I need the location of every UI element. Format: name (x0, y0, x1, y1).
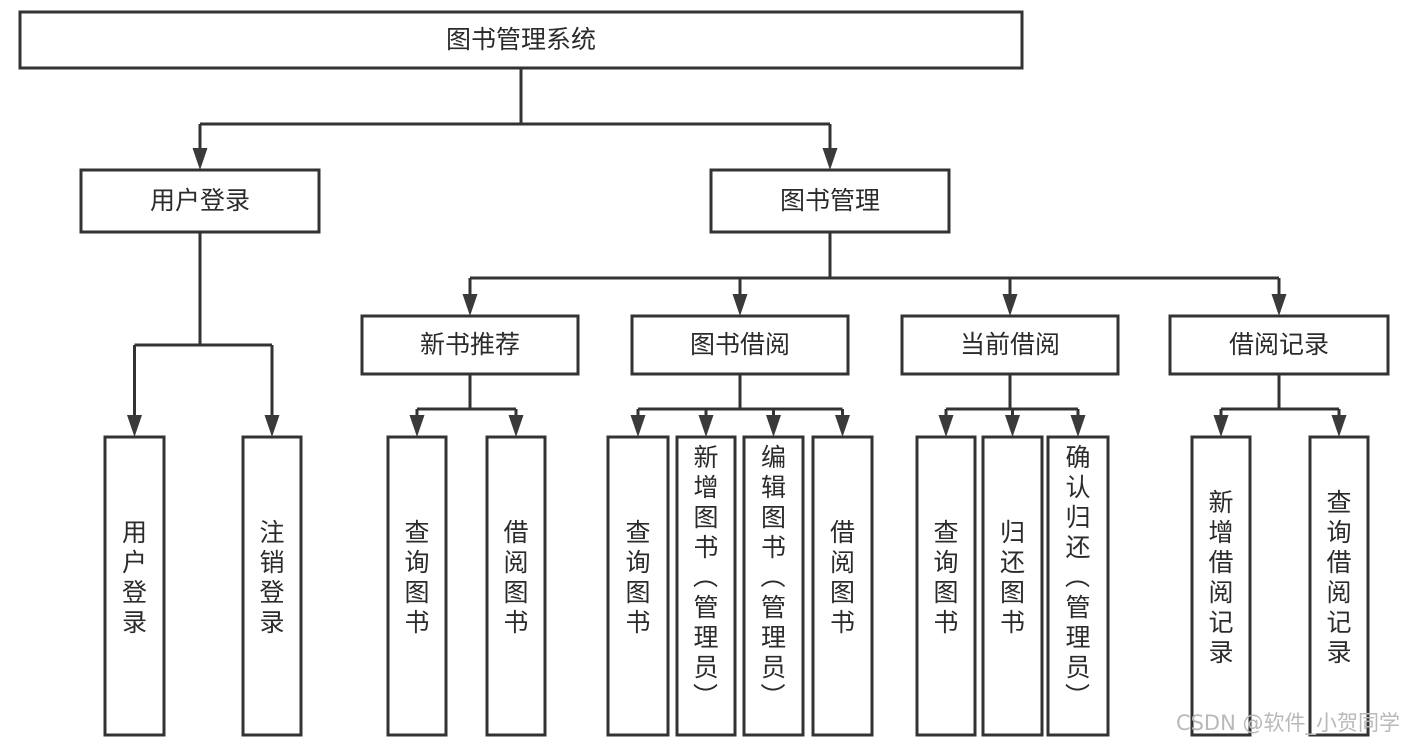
node-current-borrow[interactable]: 当前借阅 (900, 314, 1120, 376)
arrow-head-icon (508, 415, 524, 437)
node-leaf-query-book-cur[interactable]: 查询图书 (915, 435, 977, 737)
node-label: 编辑图书（管理员） (761, 443, 787, 712)
node-label: 查询图书 (404, 518, 429, 637)
arrow-head-icon (766, 415, 781, 437)
node-box (485, 435, 547, 737)
arrow-head-icon (1213, 415, 1229, 437)
node-leaf-query-book-bor[interactable]: 查询图书 (606, 435, 670, 737)
node-label: 当前借阅 (960, 330, 1060, 359)
node-box (18, 10, 1024, 70)
node-label: 图书借阅 (690, 330, 790, 359)
node-label: 查询图书 (625, 518, 650, 637)
node-box (360, 314, 580, 376)
node-box (900, 314, 1120, 376)
node-box (675, 435, 737, 737)
node-box (811, 435, 874, 737)
node-box (79, 168, 321, 234)
node-leaf-confirm-return[interactable]: 确认归还（管理员） (1046, 435, 1110, 737)
arrow-head-icon (409, 415, 425, 437)
node-leaf-query-book-rec[interactable]: 查询图书 (386, 435, 448, 737)
node-leaf-borrow-book-rec[interactable]: 借阅图书 (485, 435, 547, 737)
node-box (709, 168, 951, 234)
node-leaf-return-book[interactable]: 归还图书 (981, 435, 1044, 737)
node-box (981, 435, 1044, 737)
node-label: 新增图书（管理员） (693, 443, 719, 712)
node-leaf-add-book[interactable]: 新增图书（管理员） (675, 435, 737, 737)
node-label: 注销登录 (259, 518, 284, 637)
node-book-borrow[interactable]: 图书借阅 (630, 314, 850, 376)
arrow-head-icon (264, 415, 280, 437)
node-leaf-query-borrow-rec[interactable]: 查询借阅记录 (1308, 435, 1370, 737)
arrow-head-icon (938, 415, 954, 437)
node-label: 借阅记录 (1229, 330, 1329, 359)
node-user-login[interactable]: 用户登录 (79, 168, 321, 234)
node-label: 归还图书 (1000, 518, 1025, 637)
arrow-head-icon (127, 415, 142, 437)
arrow-head-icon (630, 415, 646, 437)
node-label: 确认归还（管理员） (1065, 443, 1091, 712)
node-box (103, 435, 166, 737)
arrow-head-icon (462, 294, 478, 316)
node-box (1308, 435, 1370, 737)
node-box (241, 435, 303, 737)
arrow-head-icon (1331, 415, 1347, 437)
node-label: 图书管理系统 (446, 25, 596, 54)
node-leaf-user-login[interactable]: 用户登录 (103, 435, 166, 737)
arrow-head-icon (192, 148, 208, 170)
node-box (915, 435, 977, 737)
node-box (742, 435, 805, 737)
node-root-图书管理系统[interactable]: 图书管理系统 (18, 10, 1024, 70)
arrow-head-icon (732, 294, 748, 316)
node-label: 用户登录 (150, 186, 250, 215)
arrow-head-icon (698, 415, 714, 437)
node-label: 借阅图书 (503, 518, 528, 637)
node-borrow-record[interactable]: 借阅记录 (1168, 314, 1390, 376)
nodes-layer: 图书管理系统用户登录图书管理新书推荐图书借阅当前借阅借阅记录用户登录注销登录查询… (18, 10, 1390, 737)
node-box (386, 435, 448, 737)
node-label: 借阅图书 (830, 518, 855, 637)
node-label: 新增借阅记录 (1208, 488, 1233, 667)
arrow-head-icon (1005, 415, 1020, 437)
node-label: 查询图书 (933, 518, 958, 637)
arrow-head-icon (835, 415, 850, 437)
arrow-head-icon (1002, 294, 1018, 316)
node-label: 查询借阅记录 (1326, 488, 1351, 667)
arrow-head-icon (822, 148, 838, 170)
edges-layer (127, 68, 1347, 437)
node-leaf-borrow-book-bor[interactable]: 借阅图书 (811, 435, 874, 737)
node-box (606, 435, 670, 737)
node-new-book-rec[interactable]: 新书推荐 (360, 314, 580, 376)
node-box (1190, 435, 1252, 737)
node-leaf-logout-login[interactable]: 注销登录 (241, 435, 303, 737)
arrow-head-icon (1271, 294, 1287, 316)
watermark-label: CSDN @软件_小贺同学 (1176, 711, 1400, 736)
node-box (1046, 435, 1110, 737)
node-book-manage[interactable]: 图书管理 (709, 168, 951, 234)
node-label: 新书推荐 (420, 330, 520, 359)
node-box (1168, 314, 1390, 376)
node-box (630, 314, 850, 376)
node-label: 用户登录 (122, 518, 147, 637)
node-label: 图书管理 (780, 186, 880, 215)
node-leaf-edit-book[interactable]: 编辑图书（管理员） (742, 435, 805, 737)
node-leaf-add-borrow-rec[interactable]: 新增借阅记录 (1190, 435, 1252, 737)
arrow-head-icon (1070, 415, 1086, 437)
